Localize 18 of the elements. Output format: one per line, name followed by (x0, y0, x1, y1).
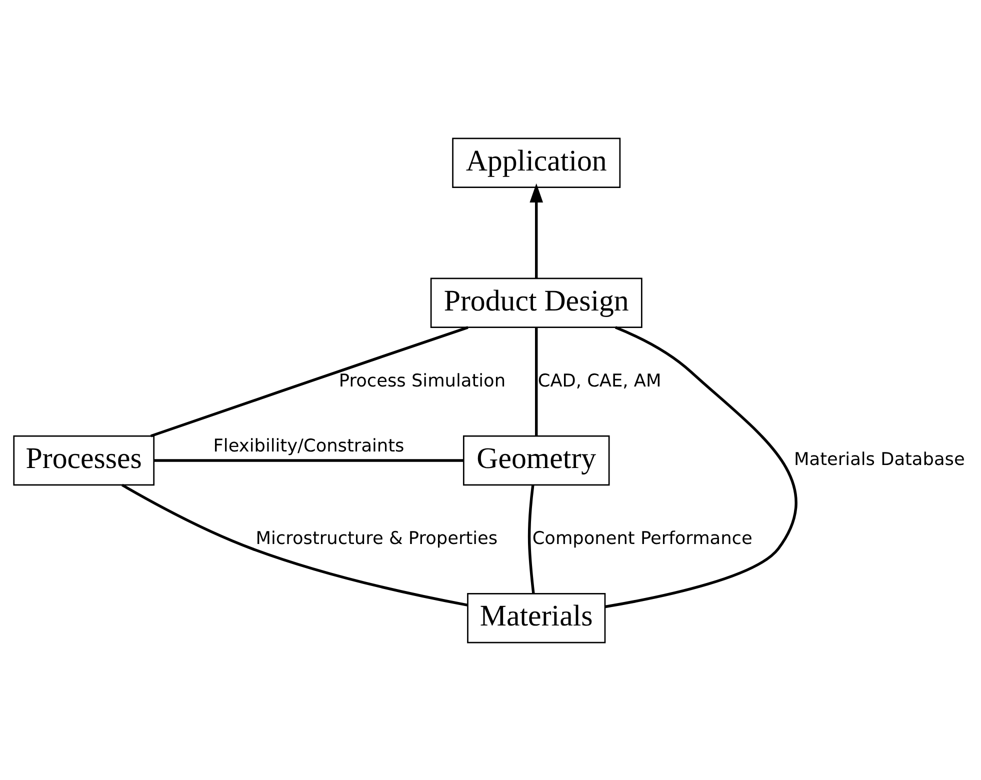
edge-label: Materials Database (794, 450, 965, 470)
node-box: Materials (467, 592, 606, 643)
node-box: Application (452, 137, 621, 188)
edge-label: Microstructure & Properties (256, 528, 498, 548)
connector (535, 327, 538, 436)
edge-label: Component Performance (532, 528, 752, 548)
connector (121, 483, 468, 606)
connector (604, 326, 798, 608)
edge-label: CAD, CAE, AM (538, 370, 662, 391)
connector (150, 326, 468, 437)
node-box: Product Design (430, 277, 642, 328)
node-box: Processes (13, 434, 155, 486)
arrow (530, 182, 544, 278)
node-box: Geometry (462, 434, 610, 486)
connector (528, 484, 535, 594)
edge-label: Flexibility/Constraints (213, 436, 404, 456)
edge-label: Process Simulation (338, 370, 506, 391)
connector (154, 458, 464, 462)
